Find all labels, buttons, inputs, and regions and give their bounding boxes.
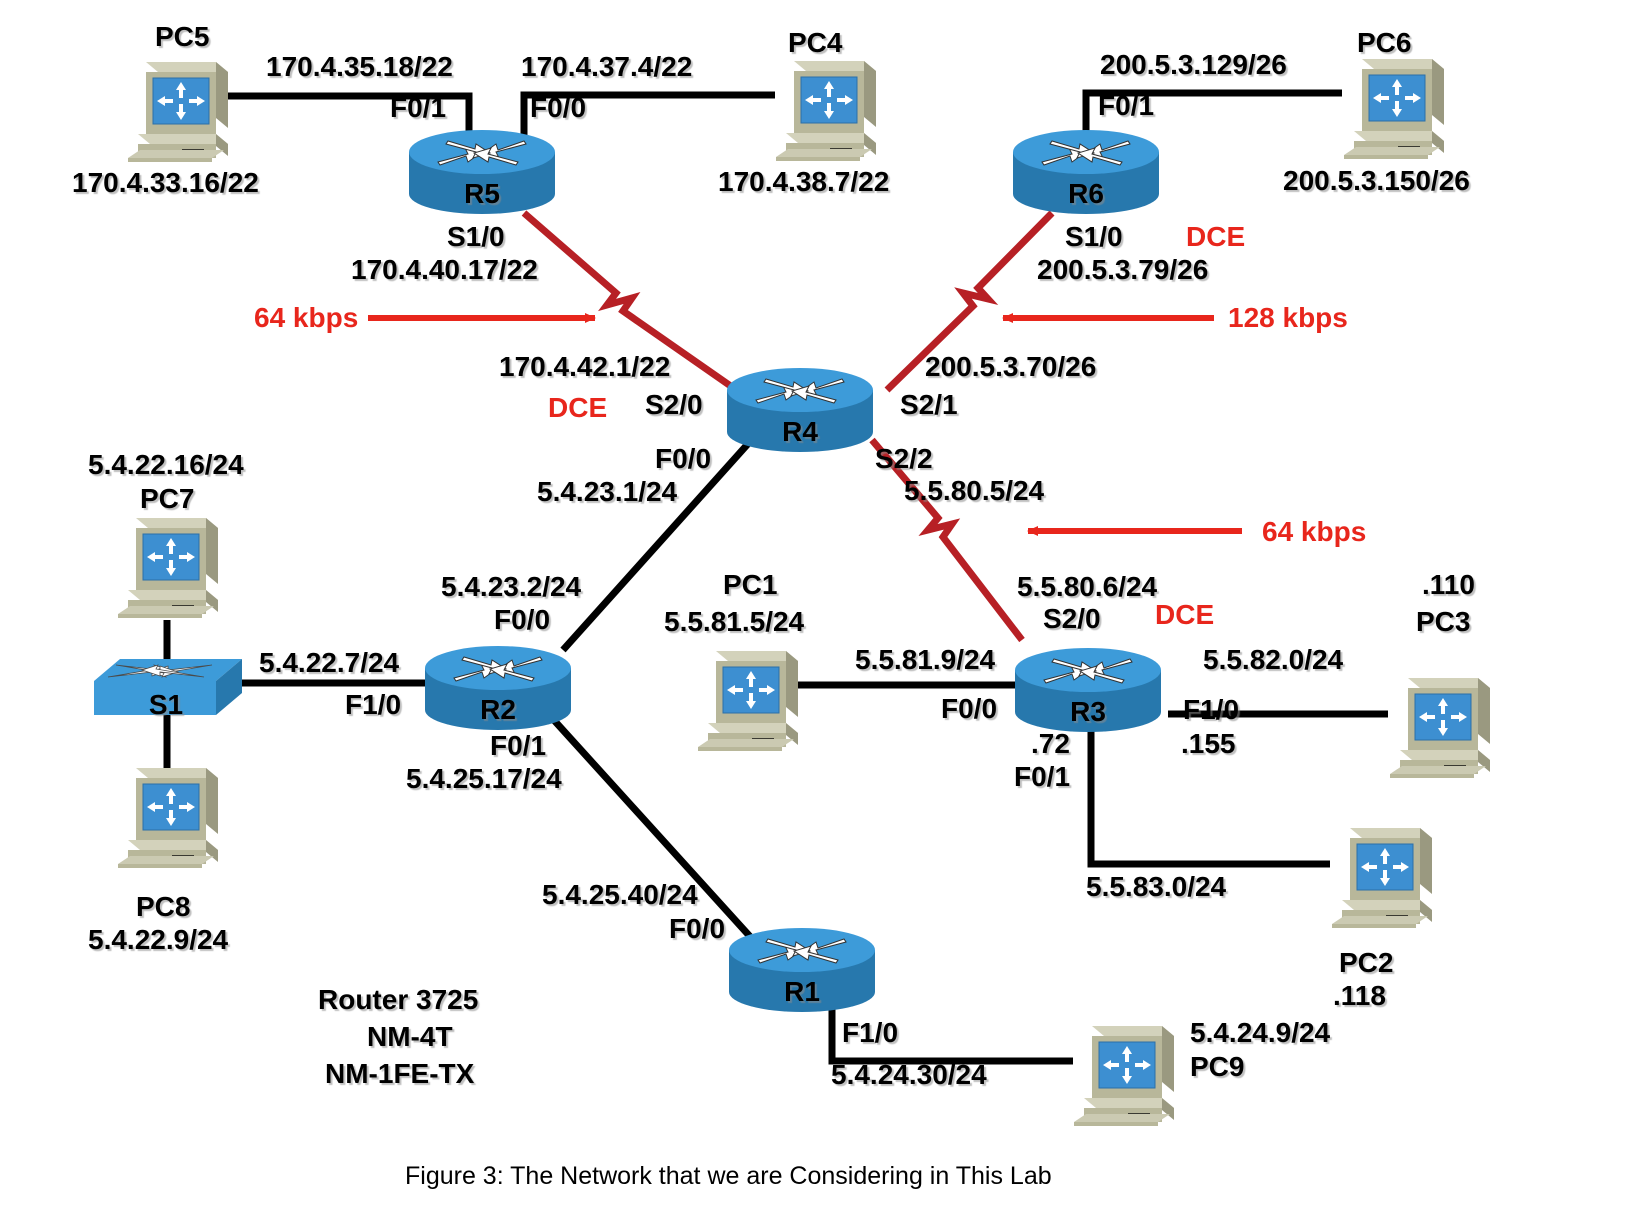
interface-r2-f01-address: 5.4.25.17/24 (406, 763, 562, 794)
host-pc4[interactable] (768, 55, 886, 165)
dce-label-r6: DCE (1186, 221, 1246, 252)
host-pc6-name: PC6 (1357, 27, 1412, 58)
bandwidth-label-128: 128 kbps (1228, 302, 1348, 333)
interface-r3-s20: S2/0 (1043, 603, 1101, 634)
interface-r1-f10-address: 5.4.24.30/24 (831, 1059, 987, 1090)
host-pc6-address: 200.5.3.150/26 (1283, 165, 1470, 196)
interface-r4-f00-address: 5.4.23.1/24 (537, 476, 678, 507)
bandwidth-label-64-right: 64 kbps (1262, 516, 1367, 547)
interface-r5-f00: F0/0 (530, 92, 587, 123)
link-r3-pc2 (1087, 716, 1330, 868)
host-pc5-address: 170.4.33.16/22 (72, 167, 259, 198)
router-r4[interactable]: R4 (720, 360, 880, 456)
interface-r4-s20: S2/0 (645, 389, 703, 420)
interface-r2-f00: F0/0 (494, 604, 551, 635)
host-pc8-address: 5.4.22.9/24 (88, 924, 229, 955)
network-r3-pc3: 5.5.82.0/24 (1203, 644, 1344, 675)
interface-r5-s10: S1/0 (447, 221, 505, 252)
host-pc9[interactable] (1066, 1020, 1184, 1130)
host-pc3-address: .110 (1422, 569, 1475, 600)
host-pc9-address: 5.4.24.9/24 (1190, 1017, 1331, 1048)
interface-r1-f10: F1/0 (842, 1017, 899, 1048)
interface-r1-f00-address: 5.4.25.40/24 (542, 879, 698, 910)
interface-r5-s10-address: 170.4.40.17/22 (351, 254, 538, 285)
interface-r4-s20-address: 170.4.42.1/22 (499, 351, 671, 382)
host-pc2-address: .118 (1333, 980, 1386, 1011)
interface-r6-s10: S1/0 (1065, 221, 1123, 252)
host-pc9-name: PC9 (1190, 1051, 1245, 1082)
router-r1[interactable]: R1 (722, 920, 882, 1016)
router-r6[interactable]: R6 (1006, 122, 1166, 218)
interface-r6-s10-address: 200.5.3.79/26 (1037, 254, 1209, 285)
host-pc5-name: PC5 (155, 21, 210, 52)
bandwidth-label-64-left: 64 kbps (254, 302, 359, 333)
host-pc3[interactable] (1382, 672, 1500, 782)
host-pc7[interactable] (110, 512, 228, 622)
interface-r3-f01: F0/1 (1014, 761, 1071, 792)
interface-r3-f10-address: .155 (1181, 728, 1236, 759)
interface-r1-f00: F0/0 (669, 913, 726, 944)
host-pc7-address: 5.4.22.16/24 (88, 449, 244, 480)
link-r4-r3-serial (869, 437, 1025, 643)
host-pc7-name: PC7 (140, 483, 195, 514)
host-pc2-name: PC2 (1339, 947, 1394, 978)
interface-r3-f10: F1/0 (1183, 694, 1240, 725)
host-pc8-name: PC8 (136, 891, 191, 922)
link-r5-pc4 (520, 91, 775, 140)
link-r4-r2 (560, 433, 758, 653)
link-pc5-r5 (209, 92, 473, 140)
dce-label-r3: DCE (1155, 599, 1215, 630)
equipment-note-module2: NM-1FE-TX (325, 1058, 475, 1089)
router-r5[interactable]: R5 (402, 122, 562, 218)
host-pc2[interactable] (1324, 822, 1442, 932)
interface-r2-f00-address: 5.4.23.2/24 (441, 571, 582, 602)
router-r2[interactable]: R2 (418, 638, 578, 734)
link-r6-pc6 (1082, 89, 1342, 140)
host-pc1-address: 5.5.81.5/24 (664, 606, 805, 637)
interface-r3-f00: F0/0 (941, 693, 998, 724)
host-pc4-name: PC4 (788, 27, 843, 58)
host-pc1-name: PC1 (723, 569, 778, 600)
interface-r4-s21-address: 200.5.3.70/26 (925, 351, 1097, 382)
interface-r2-f10: F1/0 (345, 689, 402, 720)
equipment-note-model: Router 3725 (318, 984, 479, 1015)
host-pc1[interactable] (690, 645, 808, 755)
interface-r4-s22: S2/2 (875, 443, 933, 474)
router-r3[interactable]: R3 (1008, 640, 1168, 736)
host-pc8[interactable] (110, 762, 228, 872)
network-pc1-r3: 5.5.81.9/24 (855, 644, 996, 675)
interface-r4-f00: F0/0 (655, 443, 712, 474)
interface-r2-f01: F0/1 (490, 730, 547, 761)
host-pc4-address: 170.4.38.7/22 (718, 166, 890, 197)
network-r5-pc4: 170.4.37.4/22 (521, 51, 693, 82)
figure-caption: Figure 3: The Network that we are Consid… (405, 1162, 1052, 1190)
link-r1-pc9 (828, 1009, 1073, 1065)
host-pc6[interactable] (1336, 53, 1454, 163)
interface-r4-s21: S2/1 (900, 389, 958, 420)
link-r5-r4-serial (521, 210, 748, 399)
switch-s1[interactable]: S1 (86, 645, 246, 725)
host-pc5[interactable] (120, 56, 238, 166)
host-pc3-name: PC3 (1416, 606, 1471, 637)
interface-r4-s22-address: 5.5.80.5/24 (904, 475, 1045, 506)
link-r2-r1 (549, 715, 758, 945)
network-pc5-r5: 170.4.35.18/22 (266, 51, 453, 82)
interface-r3-f01-address: .72 (1031, 728, 1070, 759)
interface-r5-f01: F0/1 (390, 92, 447, 123)
network-r3-pc2: 5.5.83.0/24 (1086, 871, 1227, 902)
link-r6-r4-serial (884, 210, 1055, 393)
dce-label-r4: DCE (548, 392, 608, 423)
interface-r6-f01: F0/1 (1098, 90, 1155, 121)
equipment-note-module1: NM-4T (367, 1021, 453, 1052)
network-s1-r2: 5.4.22.7/24 (259, 647, 400, 678)
interface-r3-s20-address: 5.5.80.6/24 (1017, 571, 1158, 602)
network-r6-pc6: 200.5.3.129/26 (1100, 49, 1287, 80)
